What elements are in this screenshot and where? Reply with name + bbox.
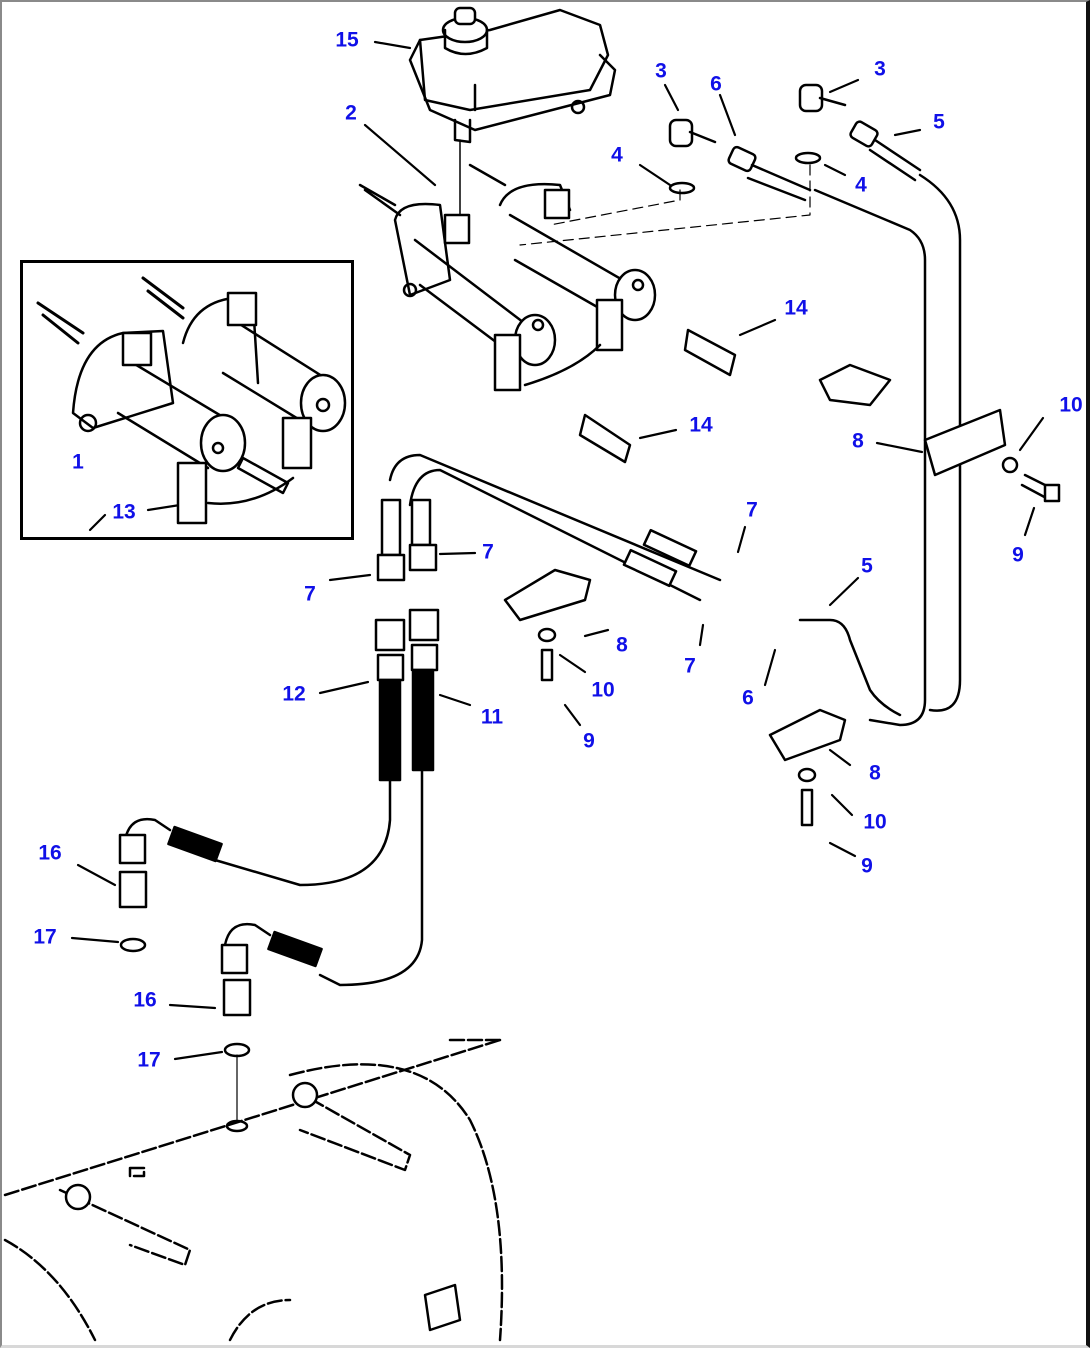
callout-10: 10 <box>1059 393 1083 417</box>
callout-8: 8 <box>869 761 881 785</box>
inset-master-cylinder-artwork <box>36 276 347 525</box>
callout-14: 14 <box>689 413 713 437</box>
callout-7: 7 <box>482 540 494 564</box>
right-clamp <box>818 363 1061 503</box>
brake-lines <box>388 453 902 717</box>
callout-8: 8 <box>616 633 628 657</box>
callout-1: 1 <box>72 450 84 474</box>
callout-14: 14 <box>784 296 808 320</box>
callout-3: 3 <box>655 59 667 83</box>
reservoir-part <box>408 6 617 144</box>
callout-7: 7 <box>684 654 696 678</box>
middle-clamps <box>503 568 847 827</box>
callout-9: 9 <box>583 729 595 753</box>
callout-10: 10 <box>591 678 615 702</box>
leader-lines <box>70 40 1045 1061</box>
callout-4: 4 <box>855 173 867 197</box>
callout-15: 15 <box>335 28 359 52</box>
callout-10: 10 <box>863 810 887 834</box>
callout-12: 12 <box>282 682 306 706</box>
callout-8: 8 <box>852 429 864 453</box>
hose-end-fittings <box>118 817 323 1133</box>
callout-17: 17 <box>137 1048 161 1072</box>
callout-16: 16 <box>133 988 157 1012</box>
callout-11: 11 <box>480 705 504 729</box>
callout-16: 16 <box>38 841 62 865</box>
axle-housing <box>3 1038 504 1342</box>
upper-fittings <box>519 83 962 727</box>
callout-13: 13 <box>112 500 136 524</box>
callout-2: 2 <box>345 101 357 125</box>
callout-7: 7 <box>746 498 758 522</box>
master-cylinder-part <box>358 139 657 392</box>
callout-6: 6 <box>710 72 722 96</box>
hose-assemblies <box>213 498 440 987</box>
callout-3: 3 <box>874 57 886 81</box>
callout-9: 9 <box>1012 543 1024 567</box>
callout-5: 5 <box>933 110 945 134</box>
callout-7: 7 <box>304 582 316 606</box>
callout-9: 9 <box>861 854 873 878</box>
inset-detail-box <box>20 260 354 540</box>
callout-6: 6 <box>742 686 754 710</box>
switch-parts <box>578 328 737 464</box>
callout-17: 17 <box>33 925 57 949</box>
callout-4: 4 <box>611 143 623 167</box>
callout-5: 5 <box>861 554 873 578</box>
